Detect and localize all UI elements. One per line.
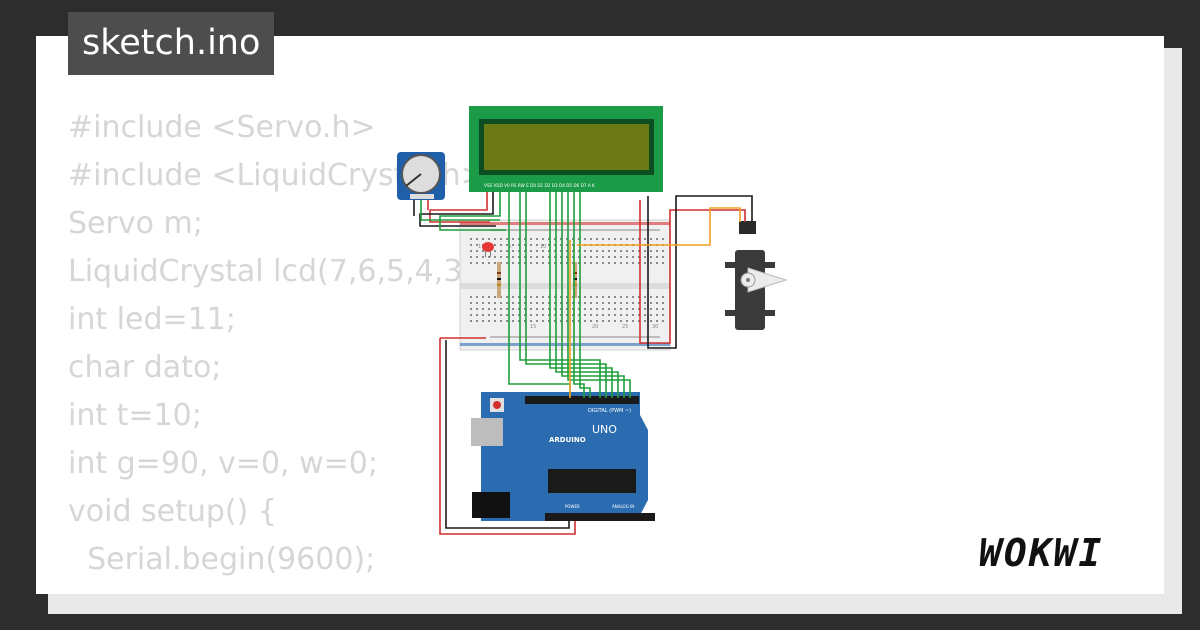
lcd-pin-labels: VSS VDD V0 RS RW E D0 D1 D2 D3 D4 D5 D6 … [484, 183, 595, 188]
code-line: Servo m; [68, 206, 203, 241]
code-line: char dato; [68, 350, 222, 385]
potentiometer [397, 152, 445, 200]
code-line: int led=11; [68, 302, 236, 337]
lcd-display: VSS VDD V0 RS RW E D0 D1 D2 D3 D4 D5 D6 … [469, 106, 663, 192]
code-line: int g=90, v=0, w=0; [68, 446, 378, 481]
resistor-lcd [573, 262, 577, 298]
code-line: int t=10; [68, 398, 202, 433]
led-red [482, 242, 494, 257]
wires [413, 192, 753, 535]
arduino-power-label: POWER [565, 504, 580, 509]
breadboard-col-label: 1 [478, 244, 481, 250]
breadboard-col-label: 15 [530, 324, 536, 330]
arduino-digital-label: DIGITAL (PWM ~) [588, 408, 631, 414]
arduino-brand-label: ARDUINO [549, 436, 586, 444]
breadboard-col-label: 25 [622, 324, 628, 330]
wokwi-logo-text: WOKWI [979, 531, 1103, 575]
code-line: lcd.begin(16,2); [68, 584, 513, 594]
file-name-tag: sketch.ino [68, 12, 275, 75]
code-line: Serial.begin(9600); [68, 542, 376, 577]
resistor-led [497, 262, 501, 298]
code-line: void setup() { [68, 494, 277, 529]
servo-motor [725, 221, 788, 330]
arduino-uno-board: ARDUINO UNO DIGITAL (PWM ~) POWER ANALOG… [471, 392, 655, 521]
breadboard-col-label: 30 [652, 324, 658, 330]
breadboard-col-label: 10 [540, 244, 546, 250]
circuit-diagram: 1 5 10 15 20 25 30 VSS VDD V0 RS RW E D0… [397, 106, 788, 535]
arduino-model-label: UNO [592, 423, 617, 436]
breadboard-col-label: 20 [592, 324, 598, 330]
breadboard: 1 5 10 15 20 25 30 [459, 219, 671, 351]
wokwi-logo: WOKWI [979, 531, 1103, 575]
arduino-analog-label: ANALOG IN [612, 504, 634, 509]
code-line: #include <Servo.h> [68, 110, 376, 145]
